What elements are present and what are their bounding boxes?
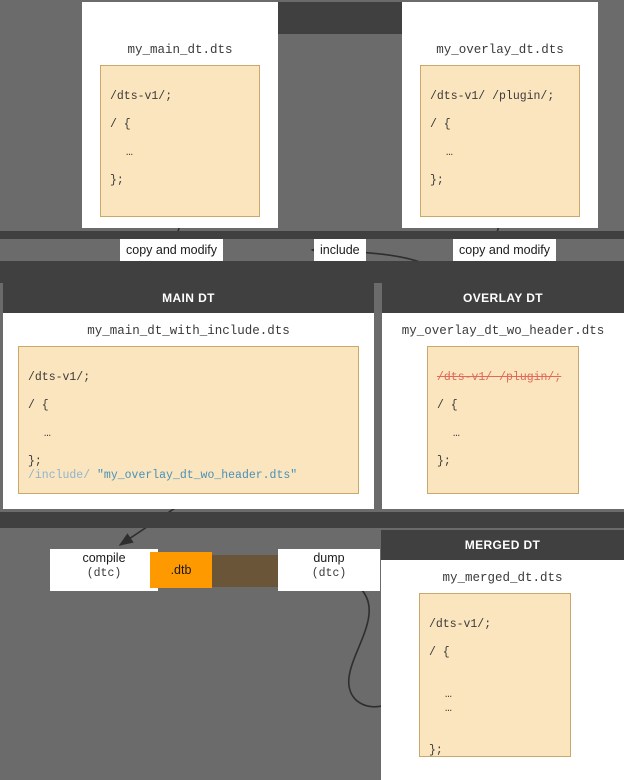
code-line-root-open: / { <box>429 646 450 659</box>
panel-main-dt-mid: MAIN DT my_main_dt_with_include.dts /dts… <box>3 283 374 509</box>
code-line-dts-v1: /dts-v1/; <box>429 618 492 631</box>
code-line-root-close: }; <box>437 455 451 468</box>
codeblock-my-overlay-dt-wo-header: /dts-v1/ /plugin/; / { … }; <box>427 346 579 494</box>
panel-body-main-dt-top: my_main_dt.dts /dts-v1/; / { … }; <box>82 32 278 228</box>
filename-my-merged-dt: my_merged_dt.dts <box>442 571 563 585</box>
code-line-ellipsis: … <box>44 427 51 440</box>
code-line-dts-v1-plugin: /dts-v1/ /plugin/; <box>430 90 555 103</box>
panel-body-overlay-dt-top: my_overlay_dt.dts /dts-v1/ /plugin/; / {… <box>402 32 598 228</box>
dump-label: dump (dtc) <box>278 549 380 581</box>
filename-my-main-dt: my_main_dt.dts <box>127 43 233 57</box>
codeblock-my-main-dt-with-include: /dts-v1/; / { … }; /include/ "my_overlay… <box>18 346 359 494</box>
filename-my-overlay-dt: my_overlay_dt.dts <box>436 43 564 57</box>
compile-label-box: compile (dtc) <box>50 549 158 591</box>
compile-label: compile (dtc) <box>50 549 158 581</box>
panel-main-dt-top: MAIN DT my_main_dt.dts /dts-v1/; / { … }… <box>82 2 278 228</box>
code-line-root-open: / { <box>437 399 458 412</box>
code-line-ellipsis: … <box>126 146 133 159</box>
panel-header-overlay-dt-top: OVERLAY DT <box>459 10 541 24</box>
code-line-root-close: }; <box>110 174 124 187</box>
codeblock-my-merged-dt: /dts-v1/; / { … … }; <box>419 593 571 757</box>
code-line-ellipsis: … <box>453 427 460 440</box>
compile-tool-text: (dtc) <box>86 567 122 580</box>
panel-header-overlay-dt-mid: OVERLAY DT <box>382 283 624 313</box>
panel-body-overlay-dt-mid: my_overlay_dt_wo_header.dts /dts-v1/ /pl… <box>382 313 624 509</box>
code-line-root-open: / { <box>430 118 451 131</box>
dtb-artifact-box: .dtb <box>150 552 212 588</box>
code-line-root-open: / { <box>110 118 131 131</box>
code-line-root-close: }; <box>28 455 42 468</box>
panel-merged-dt: MERGED DT my_merged_dt.dts /dts-v1/; / {… <box>381 530 624 780</box>
label-copy-and-modify-left: copy and modify <box>120 239 224 261</box>
code-line-dts-v1: /dts-v1/; <box>28 371 91 384</box>
include-filename-string: "my_overlay_dt_wo_header.dts" <box>97 469 298 482</box>
dump-label-box: dump (dtc) <box>278 549 380 591</box>
code-line-ellipsis-2: … <box>445 702 452 715</box>
code-line-root-close: }; <box>430 174 444 187</box>
code-line-include: /include/ "my_overlay_dt_wo_header.dts" <box>28 469 349 483</box>
code-line-dts-v1-plugin-struck: /dts-v1/ /plugin/; <box>437 371 562 384</box>
pipeline-strip: compile (dtc) dump (dtc) <box>50 549 380 591</box>
code-line-root-close: }; <box>429 744 443 757</box>
code-line-root-open: / { <box>28 399 49 412</box>
panel-body-main-dt-mid: my_main_dt_with_include.dts /dts-v1/; / … <box>3 313 374 509</box>
panel-header-merged-dt: MERGED DT <box>381 530 624 560</box>
label-include: include <box>314 239 366 261</box>
panel-overlay-dt-top: OVERLAY DT my_overlay_dt.dts /dts-v1/ /p… <box>402 2 598 228</box>
panel-body-merged-dt: my_merged_dt.dts /dts-v1/; / { … … }; <box>381 560 624 780</box>
filename-my-overlay-dt-wo-header: my_overlay_dt_wo_header.dts <box>401 324 605 338</box>
band-divider-lower <box>0 261 624 283</box>
compile-text: compile <box>82 551 126 565</box>
panel-header-main-dt-top: MAIN DT <box>153 10 207 24</box>
band-divider-bottom <box>0 512 624 528</box>
filename-my-main-dt-with-include: my_main_dt_with_include.dts <box>87 324 290 338</box>
dump-text: dump <box>313 551 345 565</box>
label-copy-and-modify-right: copy and modify <box>453 239 557 261</box>
codeblock-my-main-dt: /dts-v1/; / { … }; <box>100 65 260 217</box>
code-line-ellipsis: … <box>446 146 453 159</box>
code-line-dts-v1: /dts-v1/; <box>110 90 173 103</box>
dump-tool-text: (dtc) <box>311 567 347 580</box>
panel-header-main-dt-mid: MAIN DT <box>3 283 374 313</box>
codeblock-my-overlay-dt: /dts-v1/ /plugin/; / { … }; <box>420 65 580 217</box>
band-divider-upper <box>0 231 624 239</box>
code-line-ellipsis-1: … <box>445 688 452 701</box>
panel-overlay-dt-mid: OVERLAY DT my_overlay_dt_wo_header.dts /… <box>382 283 624 509</box>
include-keyword: /include/ <box>28 469 91 482</box>
